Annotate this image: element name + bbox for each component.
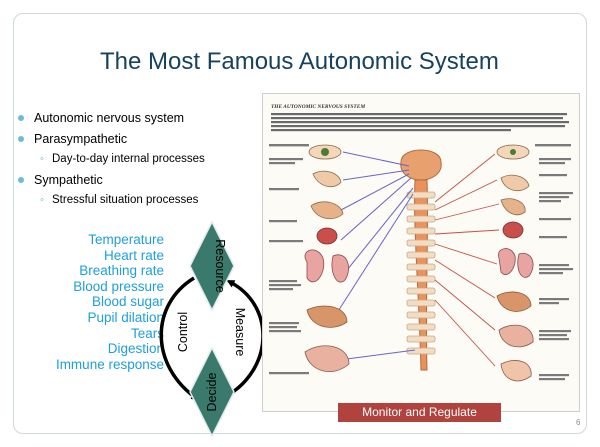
- measure-item: Heart rate: [103, 247, 164, 263]
- page-number: 6: [576, 418, 581, 427]
- sub-bullet-icon: ◦: [40, 153, 44, 165]
- sub-bullet-item: ◦ Stressful situation processes: [16, 191, 254, 211]
- bullet-item: Parasympathetic: [16, 129, 254, 150]
- bullet-list: Autonomic nervous system Parasympathetic…: [16, 108, 254, 211]
- anatomy-illustration: [269, 144, 573, 382]
- measure-item: Breathing rate: [79, 263, 164, 279]
- sub-bullet-item: ◦ Day-to-day internal processes: [16, 150, 254, 170]
- bullet-item: Autonomic nervous system: [16, 108, 254, 129]
- right-organs: [496, 144, 534, 382]
- bullet-dot-icon: [18, 115, 24, 121]
- autonomic-system-figure: THE AUTONOMIC NERVOUS SYSTEM: [262, 93, 580, 412]
- slide-frame: [13, 13, 587, 434]
- measure-item: Blood pressure: [73, 278, 164, 294]
- side-labels: [269, 144, 573, 381]
- bullet-text: Day-to-day internal processes: [52, 153, 205, 165]
- measure-item: Tears: [130, 325, 164, 341]
- caption-banner: Monitor and Regulate: [338, 403, 501, 422]
- vertebrae: [406, 191, 436, 355]
- measure-item: Immune response: [55, 356, 164, 372]
- measure-list: Temperature Heart rate Breathing rate Bl…: [0, 232, 164, 372]
- measure-label: Measure: [233, 308, 247, 357]
- measure-item: Digestion: [107, 341, 164, 357]
- sub-bullet-icon: ◦: [40, 194, 44, 206]
- bullet-dot-icon: [18, 177, 24, 183]
- control-loop-diagram: Resource Decide Control Measure: [159, 220, 265, 438]
- bullet-item: Sympathetic: [16, 170, 254, 191]
- sympathetic-nerves: [434, 153, 500, 367]
- decide-label: Decide: [205, 373, 219, 412]
- slide-title: The Most Famous Autonomic System: [100, 48, 499, 75]
- control-arrow: [159, 276, 200, 401]
- parasympathetic-nerves: [334, 151, 416, 361]
- bullet-text: Stressful situation processes: [52, 194, 199, 206]
- measure-item: Pupil dilation: [87, 309, 164, 325]
- bullet-text: Parasympathetic: [34, 132, 128, 146]
- measure-item: Blood sugar: [91, 294, 164, 310]
- resource-label: Resource: [213, 239, 227, 293]
- left-organs: [304, 144, 350, 372]
- control-label: Control: [176, 312, 190, 352]
- figure-body-text: [271, 113, 569, 132]
- resource-diamond: [189, 220, 235, 312]
- figure-heading: THE AUTONOMIC NERVOUS SYSTEM: [271, 104, 365, 110]
- decide-diamond: [189, 346, 235, 438]
- measure-item: Temperature: [88, 232, 164, 247]
- bullet-text: Sympathetic: [34, 173, 103, 187]
- bullet-dot-icon: [18, 136, 24, 142]
- figure-header: THE AUTONOMIC NERVOUS SYSTEM: [271, 104, 569, 132]
- bullet-text: Autonomic nervous system: [34, 111, 185, 125]
- brain-outline: [400, 149, 442, 181]
